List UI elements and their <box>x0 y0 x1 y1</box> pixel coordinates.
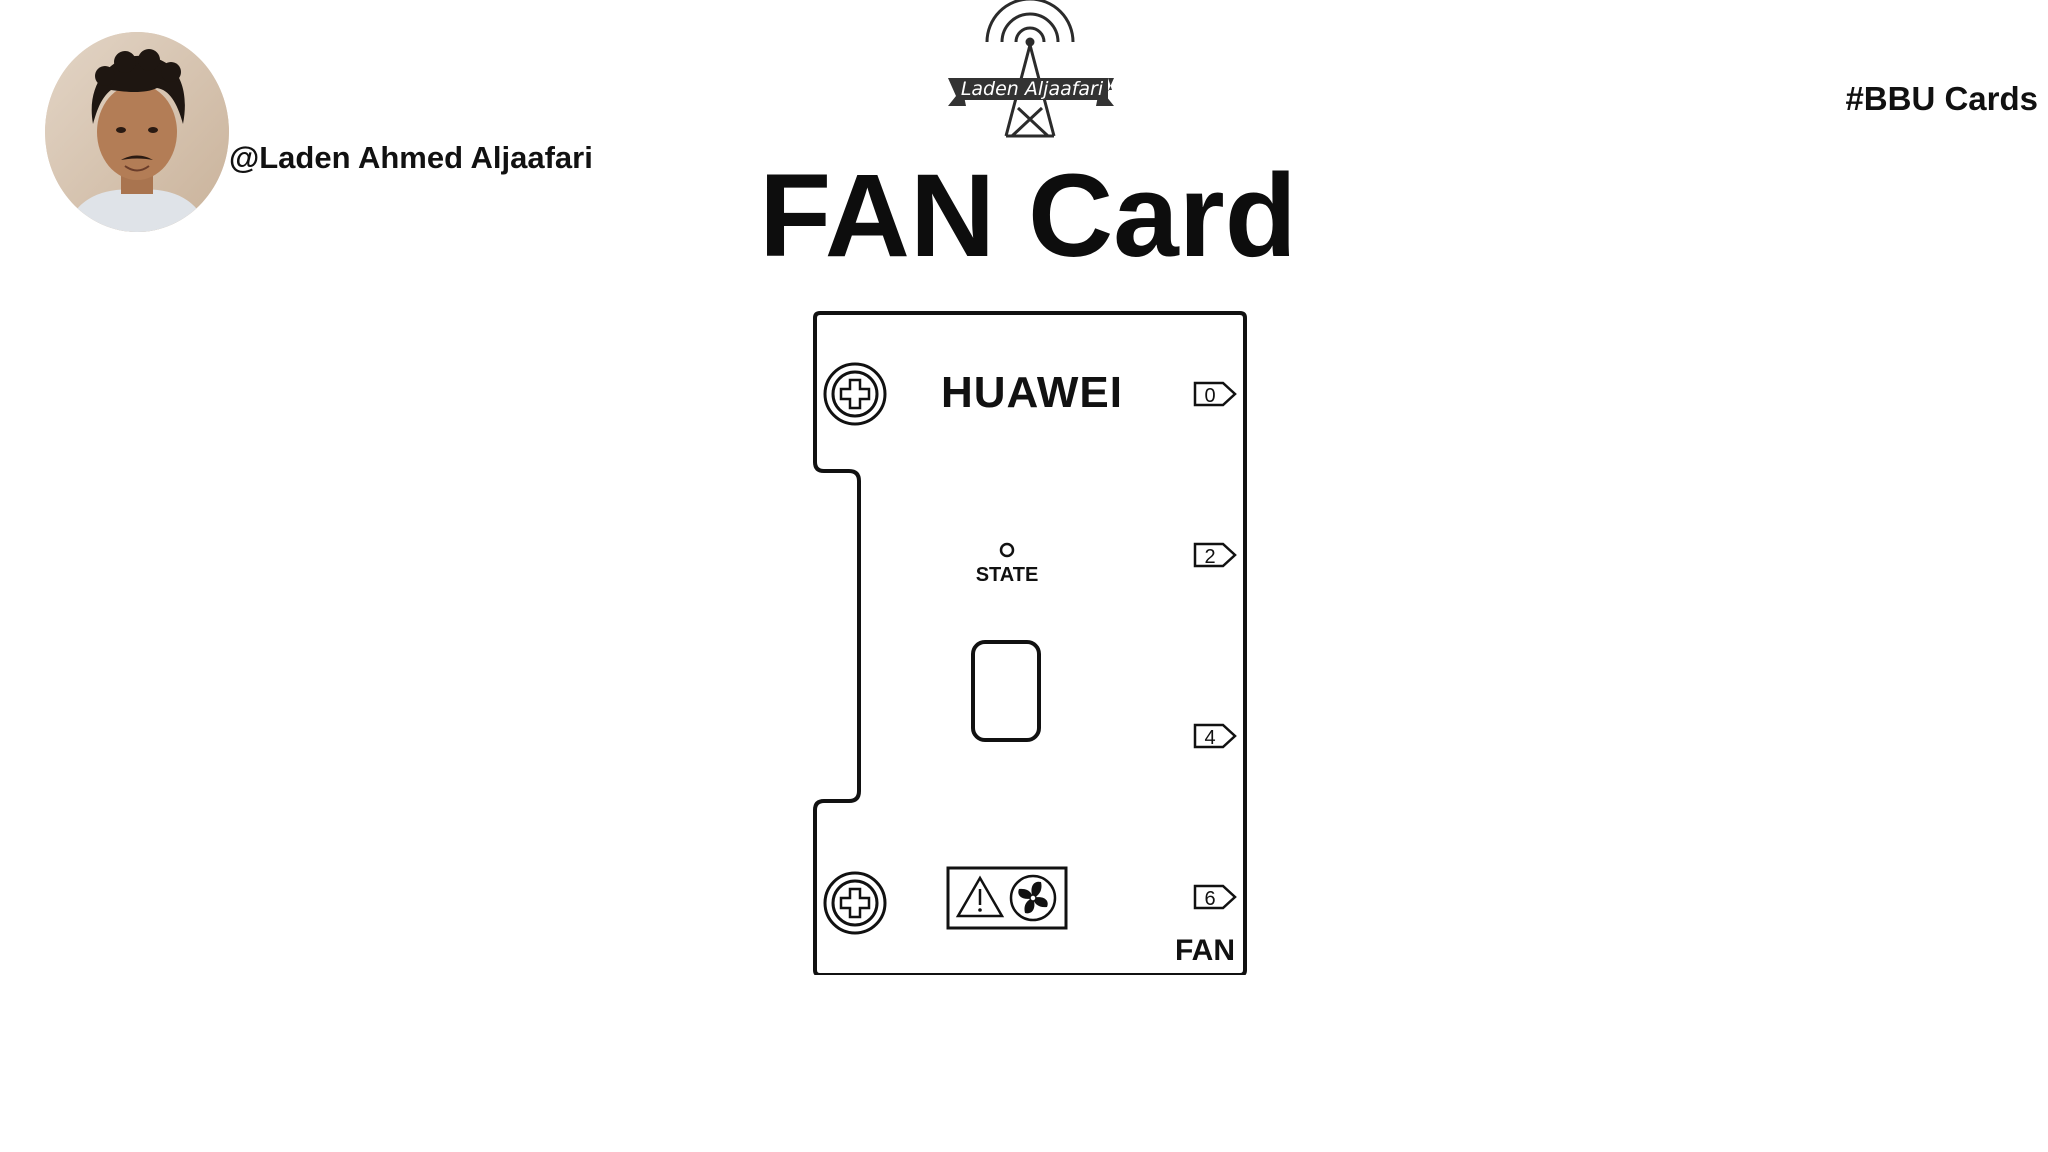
port-marker-4: 4 <box>1193 723 1237 749</box>
port-label: 6 <box>1204 888 1215 910</box>
port-marker-0: 0 <box>1193 381 1237 407</box>
port-marker-6: 6 <box>1193 884 1237 910</box>
card-name-label: FAN <box>1175 934 1235 967</box>
logo: Laden Aljaafari <box>948 0 1114 138</box>
screw-icon <box>823 362 887 426</box>
state-led-indicator <box>999 542 1015 558</box>
brand-label: HUAWEI <box>941 368 1123 417</box>
screw-icon <box>823 871 887 935</box>
port-label: 2 <box>1204 546 1215 568</box>
warning-label-plate <box>946 866 1068 930</box>
card-window <box>971 640 1041 742</box>
author-handle: @Laden Ahmed Aljaafari <box>229 140 593 175</box>
fan-card-diagram: HUAWEI 0 2 4 6 STATE <box>813 311 1247 975</box>
page-title: FAN Card <box>759 150 1297 282</box>
port-label: 4 <box>1204 727 1215 749</box>
radio-tower-icon <box>985 0 1075 138</box>
port-label: 0 <box>1204 385 1215 407</box>
fan-icon <box>1009 874 1057 922</box>
port-marker-2: 2 <box>1193 542 1237 568</box>
state-led-label: STATE <box>976 564 1039 586</box>
warning-icon <box>955 875 1005 918</box>
logo-text: Laden Aljaafari <box>961 78 1104 100</box>
author-avatar <box>45 32 229 232</box>
hashtag-label: #BBU Cards <box>1845 80 2038 117</box>
author-photo <box>45 32 229 232</box>
